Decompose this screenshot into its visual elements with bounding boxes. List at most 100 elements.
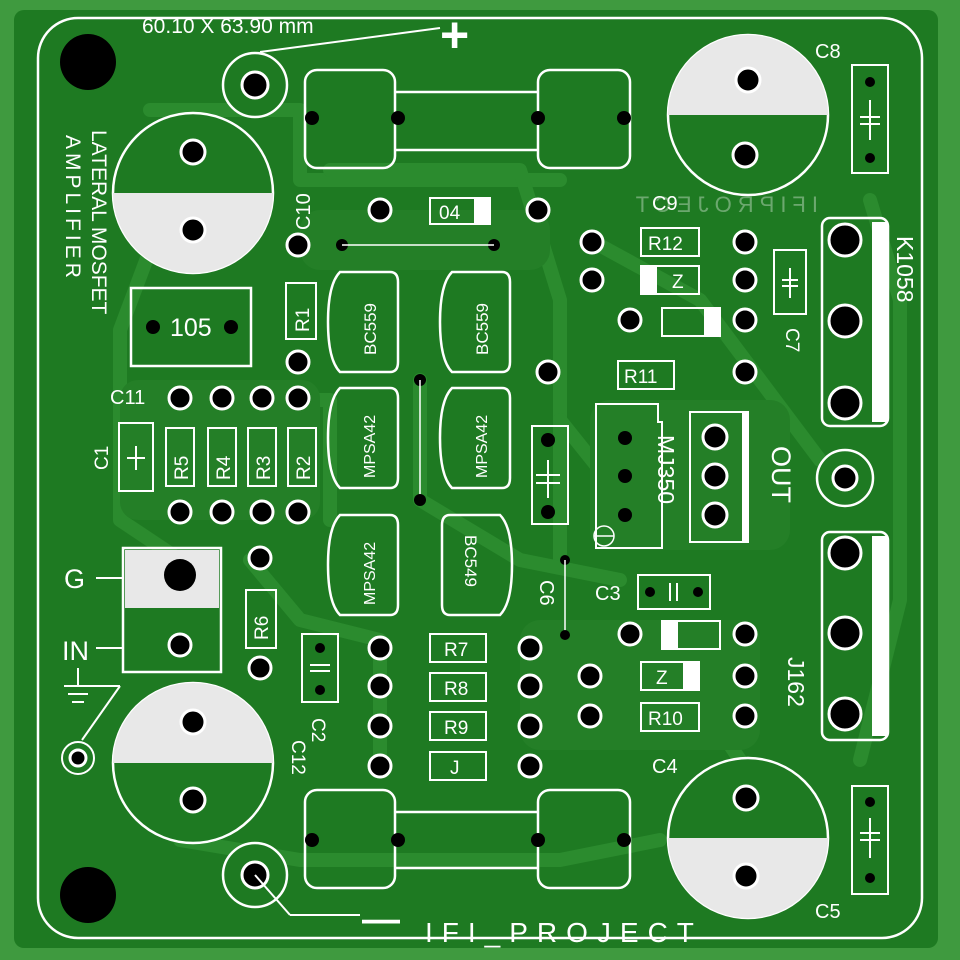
z-top-label: Z bbox=[672, 272, 684, 293]
title-line1: LATERAL MOSFET bbox=[87, 130, 110, 315]
c6-label: C6 bbox=[535, 580, 557, 606]
resistor-r6: R6 bbox=[245, 545, 277, 681]
diode-lower bbox=[661, 620, 721, 650]
input-terminal bbox=[121, 546, 223, 674]
electrolytic-cap-c8 bbox=[666, 33, 830, 197]
electrolytic-cap-c5 bbox=[666, 756, 830, 920]
resistor-r1: R1 bbox=[285, 282, 317, 411]
r1-label: R1 bbox=[293, 308, 314, 332]
mpsa42-b-label: MPSA42 bbox=[474, 415, 491, 478]
cap-c3: C3 bbox=[595, 574, 711, 610]
c5-label: C5 bbox=[815, 901, 841, 923]
r11-label: R11 bbox=[624, 367, 657, 388]
transistor-bc559-a: BC559 bbox=[326, 270, 400, 374]
cap-c2: C2 C12 bbox=[287, 633, 339, 775]
resistor-r10: R10 bbox=[640, 702, 700, 732]
mounting-holes bbox=[60, 34, 116, 923]
c2-label: C2 bbox=[307, 718, 328, 742]
cap-105: 105 bbox=[129, 286, 253, 368]
z-bottom-label: Z bbox=[656, 668, 668, 689]
diode-04: 04 bbox=[367, 197, 551, 225]
zener-bottom: Z bbox=[640, 661, 700, 691]
transistor-mj350: MJ350 bbox=[593, 403, 679, 549]
zener-top: Z bbox=[640, 265, 700, 295]
pad-row-bottom bbox=[167, 499, 311, 525]
dimensions-label: 60.10 X 63.90 mm bbox=[142, 15, 314, 38]
r4-label: R4 bbox=[214, 455, 235, 480]
resistor-r3: R3 bbox=[247, 427, 277, 487]
out-pad bbox=[815, 448, 875, 508]
r10-label: R10 bbox=[648, 709, 683, 730]
mirrored-brand: IFIPROJECT bbox=[630, 192, 818, 217]
r7-label: R7 bbox=[444, 640, 468, 661]
cap-c5: C5 bbox=[815, 785, 889, 923]
center-lower-pads bbox=[367, 635, 543, 779]
fuse-bottom bbox=[303, 788, 632, 890]
c4-label: C4 bbox=[652, 756, 678, 778]
c8-label: C8 bbox=[815, 41, 841, 63]
r5-label: R5 bbox=[172, 456, 193, 480]
via bbox=[414, 494, 426, 506]
resistor-r4: R4 bbox=[207, 427, 237, 487]
electrolytic-cap-bottom-left bbox=[111, 681, 275, 845]
dimension-leader bbox=[259, 27, 441, 53]
c3-label: C3 bbox=[595, 583, 621, 605]
c1-label: C1 bbox=[92, 446, 113, 470]
mosfet-k1058: K1058 bbox=[820, 216, 918, 428]
out-label: OUT bbox=[766, 446, 796, 503]
g-label: G bbox=[64, 564, 85, 594]
resistor-r9: R9 bbox=[429, 711, 487, 741]
mpsa42-c-label: MPSA42 bbox=[362, 542, 379, 605]
ground-symbol bbox=[64, 668, 121, 741]
title-block: LATERAL MOSFET AMPLIFIER bbox=[61, 130, 110, 315]
bc559-b-label: BC559 bbox=[473, 303, 492, 355]
diode-mid bbox=[661, 307, 721, 337]
plus-label: + bbox=[440, 7, 469, 63]
board-outline bbox=[36, 16, 924, 940]
mj350-label: MJ350 bbox=[653, 435, 679, 504]
c12-label: C12 bbox=[287, 740, 308, 775]
c10-pad bbox=[285, 232, 311, 258]
minus-leader bbox=[254, 874, 291, 916]
cap-c6: C6 bbox=[531, 359, 570, 640]
resistor-r7: R7 bbox=[429, 633, 487, 663]
r2-label: R2 bbox=[294, 456, 315, 480]
transistor-mpsa42-a: MPSA42 bbox=[326, 386, 400, 490]
mosfet-j162: J162 bbox=[783, 530, 890, 742]
ground-pad bbox=[61, 741, 95, 775]
transistor-bc549: BC549 bbox=[440, 513, 514, 617]
resistor-r12: R12 bbox=[640, 227, 700, 257]
bc559-a-label: BC559 bbox=[361, 303, 380, 355]
brand-bottom: IFI_PROJECT bbox=[425, 917, 703, 948]
c9-label: C9 bbox=[652, 193, 678, 215]
k1058-label: K1058 bbox=[892, 236, 918, 303]
pad-row-top bbox=[167, 385, 275, 411]
transistor-mpsa42-b: MPSA42 bbox=[438, 386, 512, 490]
resistor-r5: R5 bbox=[165, 427, 195, 487]
right-lower-pads bbox=[577, 621, 758, 729]
right-upper-pads bbox=[579, 229, 758, 385]
resistor-r11: R11 bbox=[617, 360, 675, 390]
r12-label: R12 bbox=[648, 234, 683, 255]
cap-c7: C7 bbox=[773, 249, 807, 352]
diode-04-label: 04 bbox=[439, 203, 461, 224]
title-line2: AMPLIFIER bbox=[61, 135, 84, 282]
j-label: J bbox=[450, 758, 460, 779]
jumper-j: J bbox=[429, 751, 487, 781]
bc549-label: BC549 bbox=[461, 535, 480, 587]
c11-label: C11 bbox=[110, 387, 145, 409]
r9-label: R9 bbox=[444, 718, 468, 739]
cap-105-label: 105 bbox=[170, 314, 212, 342]
electrolytic-cap-top-left bbox=[111, 111, 275, 275]
r8-label: R8 bbox=[444, 679, 468, 700]
resistor-r8: R8 bbox=[429, 672, 487, 702]
j162-label: J162 bbox=[783, 657, 809, 707]
mpsa42-a-label: MPSA42 bbox=[362, 415, 379, 478]
minus-label: — bbox=[362, 899, 400, 941]
resistor-r2: R2 bbox=[287, 427, 317, 487]
r3-label: R3 bbox=[254, 456, 275, 480]
r6-label: R6 bbox=[252, 616, 273, 640]
c10-label: C10 bbox=[293, 193, 315, 230]
cap-c1: C1 bbox=[92, 422, 154, 492]
